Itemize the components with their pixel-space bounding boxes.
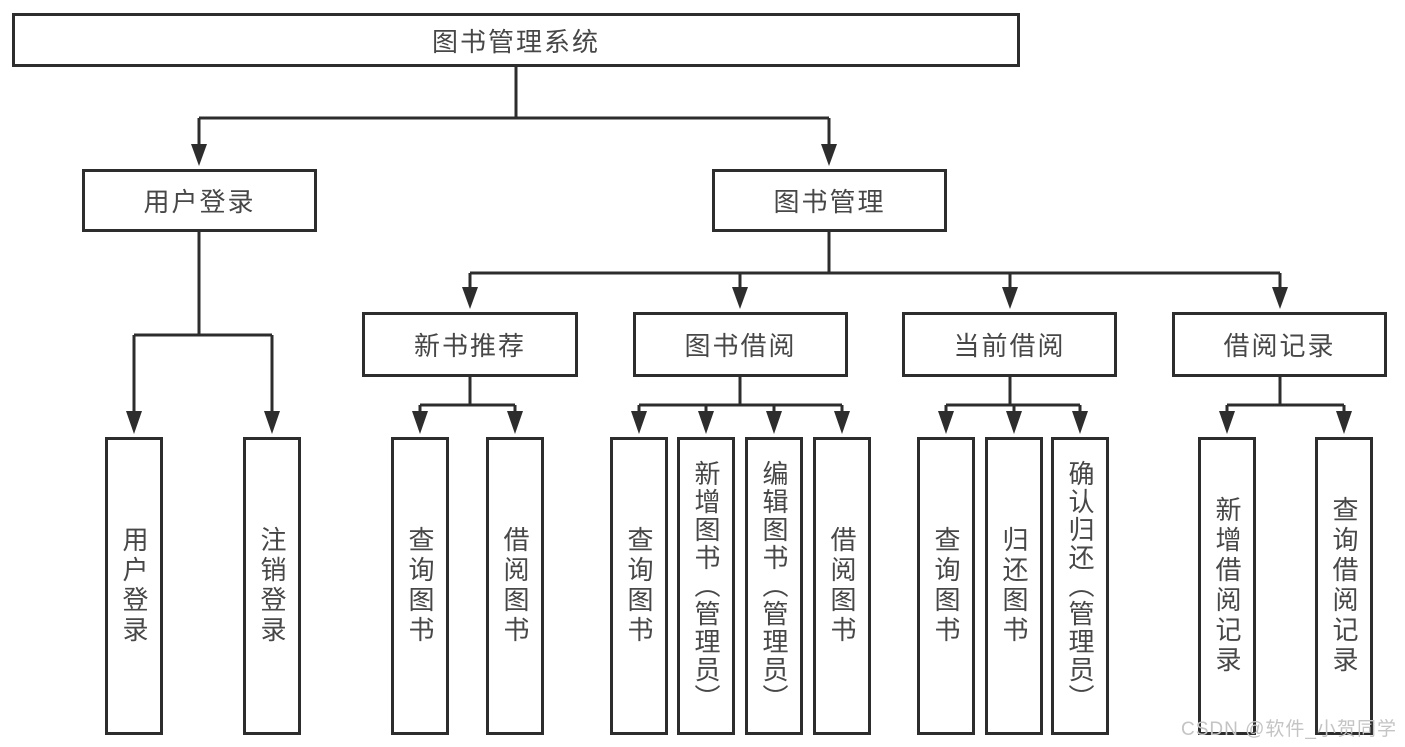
node-root: 图书管理系统 — [12, 13, 1020, 67]
node-current-borrow: 当前借阅 — [902, 312, 1117, 377]
leaf-bb-edit-book-admin: 编辑图书（管理员） — [745, 437, 803, 735]
arrowhead — [766, 411, 782, 434]
leaf-bb-borrow-book: 借阅图书 — [813, 437, 871, 735]
arrowhead — [698, 411, 714, 434]
arrowhead — [1072, 411, 1088, 434]
connector-new-book-recommend-children — [412, 377, 523, 434]
leaf-br-add-borrow-record: 新增借阅记录 — [1198, 437, 1256, 735]
arrowhead — [1272, 287, 1288, 309]
connector-borrow-record-children — [1219, 377, 1352, 434]
arrowhead — [412, 411, 428, 434]
node-new-book-recommend: 新书推荐 — [362, 312, 578, 377]
connector-book-management-children — [462, 232, 1288, 309]
arrowhead — [507, 411, 523, 434]
watermark-text: CSDN @软件_小贺同学 — [1181, 719, 1397, 740]
leaf-logout-login: 注销登录 — [243, 437, 301, 735]
arrowhead — [1006, 411, 1022, 434]
arrowhead — [1002, 287, 1018, 309]
arrowhead — [126, 411, 142, 434]
leaf-nbr-query-book: 查询图书 — [391, 437, 449, 735]
connector-book-borrow-children — [631, 377, 850, 434]
node-user-login: 用户登录 — [82, 169, 317, 232]
arrowhead — [264, 411, 280, 434]
node-book-management: 图书管理 — [712, 169, 947, 232]
connector-current-borrow-children — [938, 377, 1088, 434]
arrowhead — [1336, 411, 1352, 434]
arrowhead — [821, 144, 837, 166]
leaf-cb-return-book: 归还图书 — [985, 437, 1043, 735]
arrowhead — [631, 411, 647, 434]
arrowhead — [732, 287, 748, 309]
arrowhead — [938, 411, 954, 434]
leaf-user-login: 用户登录 — [105, 437, 163, 735]
leaf-br-query-borrow-record: 查询借阅记录 — [1315, 437, 1373, 735]
leaf-cb-confirm-return-admin: 确认归还（管理员） — [1051, 437, 1109, 735]
arrowhead — [462, 287, 478, 309]
leaf-nbr-borrow-book: 借阅图书 — [486, 437, 544, 735]
leaf-bb-add-book-admin: 新增图书（管理员） — [677, 437, 735, 735]
connector-user-login-children — [126, 232, 280, 434]
node-borrow-record: 借阅记录 — [1172, 312, 1387, 377]
arrowhead — [191, 144, 207, 166]
leaf-bb-query-book: 查询图书 — [610, 437, 668, 735]
arrowhead — [834, 411, 850, 434]
connector-root-to-level2 — [191, 67, 837, 166]
arrowhead — [1219, 411, 1235, 434]
leaf-cb-query-book: 查询图书 — [917, 437, 975, 735]
node-book-borrow: 图书借阅 — [633, 312, 848, 377]
